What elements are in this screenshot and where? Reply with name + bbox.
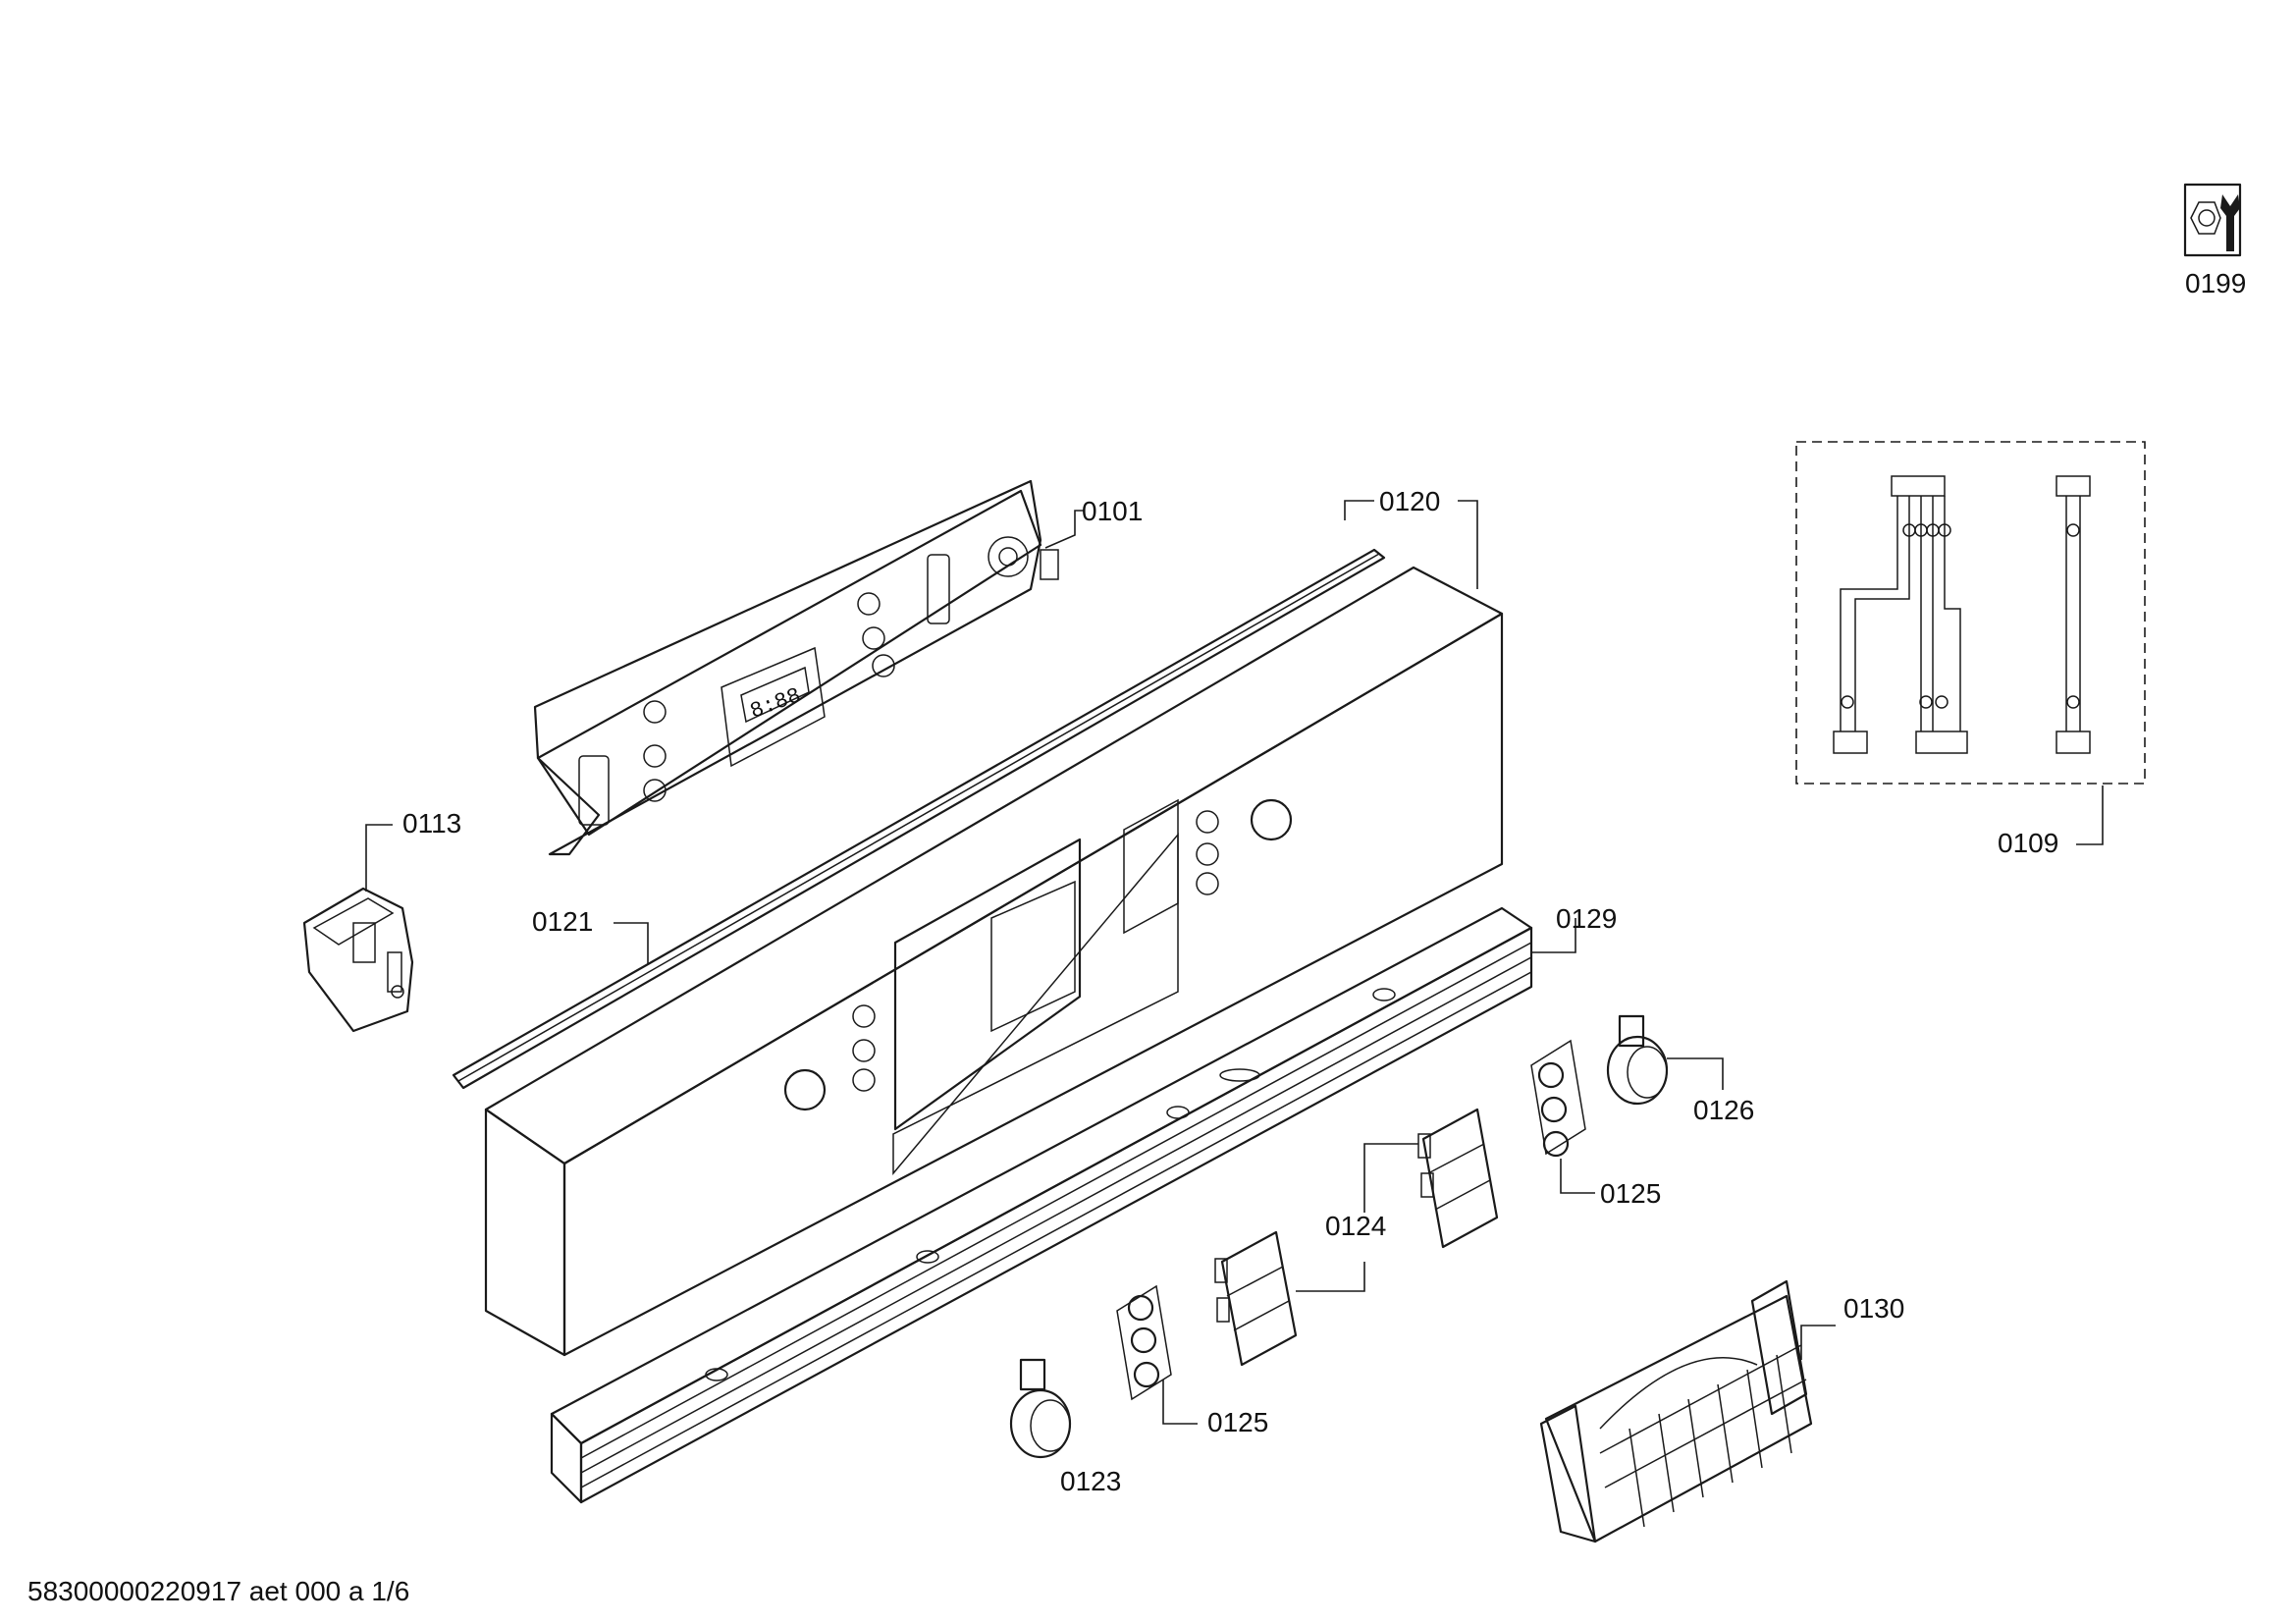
label-0124: 0124 bbox=[1325, 1211, 1386, 1241]
label-0125-upper: 0125 bbox=[1600, 1178, 1661, 1209]
label-0199: 0199 bbox=[2185, 268, 2246, 298]
label-0125-lower: 0125 bbox=[1207, 1407, 1268, 1437]
part-0121-trim-strip bbox=[452, 548, 1386, 1090]
part-0109-cable-harness bbox=[1795, 441, 2146, 785]
label-0123: 0123 bbox=[1060, 1466, 1121, 1496]
label-0126: 0126 bbox=[1693, 1095, 1754, 1125]
label-0121: 0121 bbox=[532, 906, 593, 937]
label-0101: 0101 bbox=[1082, 496, 1143, 526]
part-0124-button-block-upper bbox=[1417, 1108, 1499, 1249]
part-0125-buttons-lower bbox=[1116, 1284, 1172, 1401]
part-0101-control-board: 8:88 bbox=[533, 479, 1059, 856]
part-0126-knob bbox=[1606, 1014, 1669, 1106]
part-0124-button-block-lower bbox=[1214, 1230, 1298, 1367]
part-0129-bottom-rail bbox=[550, 906, 1533, 1504]
label-0113: 0113 bbox=[402, 808, 461, 839]
part-0113-side-bracket bbox=[302, 887, 414, 1033]
label-0130: 0130 bbox=[1843, 1293, 1904, 1324]
part-0123-knob bbox=[1009, 1358, 1072, 1459]
part-0125-buttons-upper bbox=[1530, 1039, 1586, 1158]
part-0130-cable-holder bbox=[1539, 1279, 1813, 1543]
document-id: 58300000220917 aet 000 a 1/6 bbox=[27, 1576, 409, 1606]
label-0129: 0129 bbox=[1556, 903, 1617, 934]
wrench-nut-icon bbox=[2183, 183, 2242, 257]
part-0120-front-panel bbox=[484, 566, 1504, 1357]
label-0109: 0109 bbox=[1998, 828, 2058, 858]
label-0120: 0120 bbox=[1379, 486, 1440, 516]
